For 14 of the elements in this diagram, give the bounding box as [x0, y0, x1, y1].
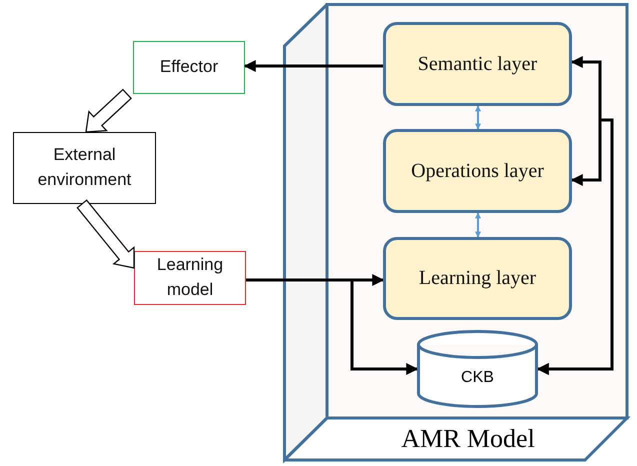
- arrow: [244, 60, 383, 72]
- model-label: AMR Model: [400, 423, 536, 455]
- layer-box: Operations layer: [383, 129, 572, 213]
- arrow: [475, 212, 481, 238]
- text-box: Effector: [133, 41, 245, 94]
- arrow: [536, 118, 614, 375]
- layer-box: Learning layer: [383, 237, 572, 320]
- text-box: Learning model: [134, 251, 246, 305]
- text-box: External environment: [13, 132, 156, 204]
- layer-box: Semantic layer: [383, 22, 572, 106]
- database-label: CKB: [460, 369, 495, 387]
- arrow: [475, 105, 481, 130]
- block-arrow: [76, 199, 135, 269]
- block-arrow: [85, 88, 132, 133]
